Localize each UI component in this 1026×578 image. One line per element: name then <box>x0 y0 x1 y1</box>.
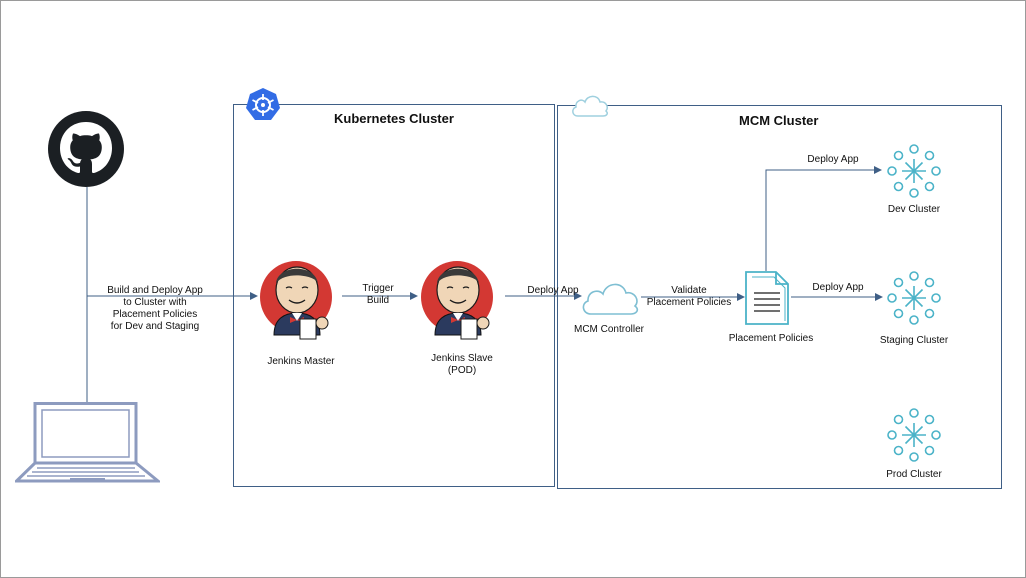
mcm-cluster-box <box>557 105 1002 489</box>
jenkins-icon <box>260 261 332 340</box>
jenkins-slave-label-line: (POD) <box>447 365 477 376</box>
build-deploy-label-line: for Dev and Staging <box>110 321 200 332</box>
cloud-icon <box>572 95 608 117</box>
deploy-app-label: Deploy App <box>527 285 579 296</box>
validate-label-line: Placement Policies <box>646 297 732 308</box>
staging-cluster-label: Staging Cluster <box>879 335 949 346</box>
mcm-cluster-title: MCM Cluster <box>739 113 819 128</box>
cluster-icon <box>887 408 941 462</box>
validate-label-line: Validate <box>671 285 707 296</box>
edge-deploy-app-dev <box>765 166 882 271</box>
build-deploy-label-line: to Cluster with <box>123 297 187 308</box>
cluster-icon <box>887 271 941 325</box>
placement-policies-label: Placement Policies <box>728 333 814 344</box>
jenkins-master-label: Jenkins Master <box>267 356 335 367</box>
dev-cluster-label: Dev Cluster <box>887 204 941 215</box>
kubernetes-icon <box>246 88 280 120</box>
validate-label: Validate Placement Policies <box>641 285 737 309</box>
cloud-icon <box>582 283 639 315</box>
mcm-controller-label: MCM Controller <box>573 324 644 335</box>
build-deploy-label-line: Placement Policies <box>112 309 198 320</box>
trigger-build-label: Trigger Build <box>353 283 403 307</box>
build-deploy-label-line: Build and Deploy App <box>107 285 203 296</box>
laptop-icon <box>15 402 160 483</box>
jenkins-icon <box>421 261 493 340</box>
jenkins-slave-label-line: Jenkins Slave <box>431 353 493 364</box>
kubernetes-cluster-title: Kubernetes Cluster <box>334 111 454 126</box>
jenkins-slave-label: Jenkins Slave (POD) <box>417 353 507 377</box>
trigger-build-label-line: Build <box>366 295 390 306</box>
build-deploy-label: Build and Deploy App to Cluster with Pla… <box>97 285 213 333</box>
prod-cluster-label: Prod Cluster <box>886 469 942 480</box>
document-icon <box>745 271 789 325</box>
deploy-app-staging-label: Deploy App <box>812 282 864 293</box>
trigger-build-label-line: Trigger <box>362 283 394 294</box>
github-icon <box>48 111 124 187</box>
cluster-icon <box>887 144 941 198</box>
deploy-app-dev-label: Deploy App <box>807 154 859 165</box>
